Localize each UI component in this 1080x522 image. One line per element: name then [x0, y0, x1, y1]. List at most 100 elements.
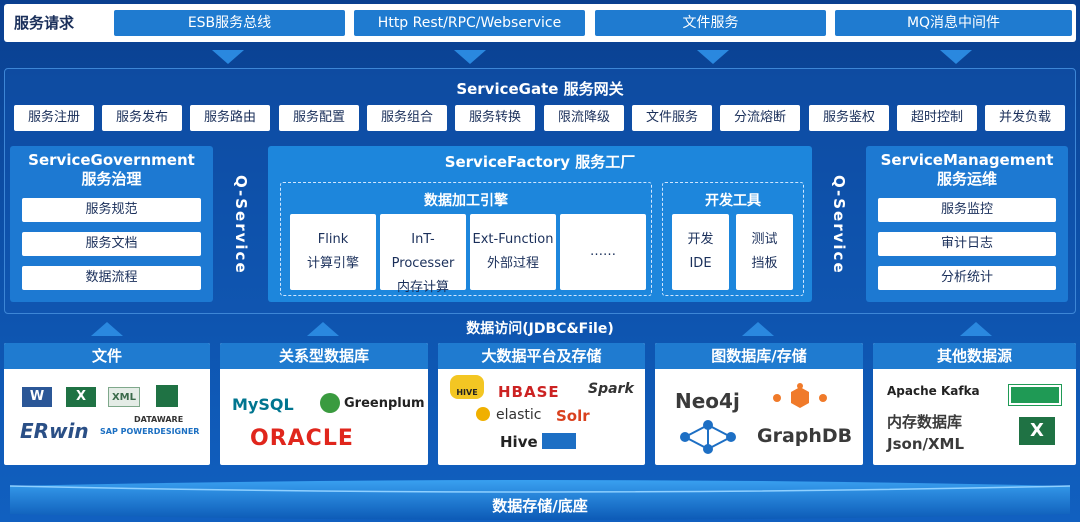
- engine-ext-function: Ext-Function 外部过程: [470, 214, 556, 290]
- tool-name: 测试: [751, 232, 778, 247]
- hive-logo: Hive: [500, 433, 538, 451]
- source-files-card: 文件 W X XML ERwin DATAWARE SAP POWERDESIG…: [4, 343, 210, 465]
- service-factory-title: ServiceFactory 服务工厂: [444, 153, 636, 171]
- tools-group-title: 开发工具: [705, 193, 761, 209]
- management-title-en: ServiceManagement: [880, 151, 1054, 169]
- excel-icon: X: [66, 387, 96, 407]
- source-bigdata-card: 大数据平台及存储 HIVE HBASE Spark elastic Solr H…: [438, 343, 645, 465]
- q-service-label-left: Q-Service: [232, 175, 250, 275]
- request-item-file: 文件服务: [595, 10, 826, 36]
- government-title-cn: 服务治理: [81, 170, 142, 188]
- kafka-logo: Apache Kafka: [887, 384, 980, 398]
- service-request-title: 服务请求: [14, 14, 75, 32]
- hive-table-icon: [542, 433, 576, 449]
- arrow-up-icon: [742, 322, 774, 336]
- request-item-http: Http Rest/RPC/Webservice: [354, 10, 585, 36]
- arrow-down-icon: [940, 50, 972, 64]
- hive-icon: HIVE: [450, 375, 484, 399]
- engine-name: Flink: [317, 232, 349, 247]
- gate-item: 服务配置: [279, 105, 359, 131]
- excel-icon: X: [1019, 417, 1055, 445]
- tool-mock: 测试 挡板: [736, 214, 793, 290]
- erwin-logo: ERwin: [20, 419, 89, 443]
- government-title-en: ServiceGovernment: [28, 151, 195, 169]
- graphdb-icon: [769, 383, 831, 413]
- tool-desc: 挡板: [751, 256, 778, 271]
- engine-more: ……: [560, 214, 646, 290]
- management-title-cn: 服务运维: [936, 170, 997, 188]
- spreadsheet-icon: [1008, 384, 1062, 406]
- gate-item: 服务注册: [14, 105, 94, 131]
- dataware-logo: DATAWARE: [134, 415, 184, 424]
- source-title: 关系型数据库: [220, 343, 428, 369]
- neo4j-logo: Neo4j: [675, 389, 740, 413]
- request-item-esb: ESB服务总线: [114, 10, 345, 36]
- solr-logo: Solr: [556, 407, 590, 425]
- memory-db-label: 内存数据库: [887, 413, 963, 431]
- source-title: 其他数据源: [873, 343, 1076, 369]
- gate-item: 文件服务: [632, 105, 712, 131]
- source-graphdb-card: 图数据库/存储 Neo4j GraphDB: [655, 343, 863, 465]
- xml-icon: XML: [108, 387, 140, 407]
- elastic-icon: [476, 407, 490, 421]
- greenplum-icon: [320, 393, 340, 413]
- government-item: 服务规范: [22, 198, 201, 222]
- json-xml-label: Json/XML: [887, 435, 965, 453]
- gate-item: 超时控制: [897, 105, 977, 131]
- source-title: 图数据库/存储: [655, 343, 863, 369]
- source-title: 文件: [4, 343, 210, 369]
- hbase-logo: HBASE: [498, 383, 560, 401]
- greenplum-logo: Greenplum: [344, 396, 425, 411]
- oracle-logo: ORACLE: [250, 426, 354, 451]
- management-item: 审计日志: [878, 232, 1056, 256]
- engine-name: InT-Processer: [391, 232, 455, 271]
- government-item: 数据流程: [22, 266, 201, 290]
- spark-logo: Spark: [588, 381, 634, 397]
- engine-name: Ext-Function: [472, 232, 554, 247]
- gate-item: 服务组合: [367, 105, 447, 131]
- tool-ide: 开发 IDE: [672, 214, 729, 290]
- source-other-card: 其他数据源 Apache Kafka 内存数据库 Json/XML X: [873, 343, 1076, 465]
- mysql-logo: MySQL: [232, 395, 294, 414]
- arrow-down-icon: [212, 50, 244, 64]
- engine-flink: Flink 计算引擎: [290, 214, 376, 290]
- gate-item: 服务鉴权: [809, 105, 889, 131]
- service-management-panel: ServiceManagement 服务运维 服务监控 审计日志 分析统计: [866, 146, 1068, 302]
- gate-item: 服务路由: [190, 105, 270, 131]
- arrow-up-icon: [91, 322, 123, 336]
- service-gate-title: ServiceGate 服务网关: [456, 80, 624, 98]
- arrow-down-icon: [697, 50, 729, 64]
- engine-desc: 内存计算: [396, 280, 449, 295]
- gate-item: 服务发布: [102, 105, 182, 131]
- sheet-icon: [156, 385, 178, 407]
- data-access-label: 数据访问(JDBC&File): [466, 321, 614, 337]
- arrow-down-icon: [454, 50, 486, 64]
- network-icon: [677, 419, 739, 455]
- engine-group-title: 数据加工引擎: [424, 193, 508, 209]
- q-service-label-right: Q-Service: [830, 175, 848, 275]
- arrow-up-icon: [960, 322, 992, 336]
- gate-item: 限流降级: [544, 105, 624, 131]
- tools-group: [662, 182, 804, 296]
- tool-name: 开发: [687, 232, 714, 247]
- engine-group: [280, 182, 652, 296]
- source-rdbms-card: 关系型数据库 MySQL Greenplum ORACLE: [220, 343, 428, 465]
- engine-desc: 外部过程: [486, 256, 539, 271]
- government-item: 服务文档: [22, 232, 201, 256]
- graphdb-logo: GraphDB: [757, 425, 853, 447]
- tool-desc: IDE: [689, 256, 712, 271]
- powerdesigner-logo: SAP POWERDESIGNER: [100, 427, 200, 436]
- engine-name: ……: [590, 244, 616, 259]
- word-icon: W: [22, 387, 52, 407]
- gate-item: 服务转换: [455, 105, 535, 131]
- management-item: 服务监控: [878, 198, 1056, 222]
- gate-item: 分流熔断: [720, 105, 800, 131]
- request-item-mq: MQ消息中间件: [835, 10, 1072, 36]
- arrow-up-icon: [307, 322, 339, 336]
- storage-base-platform: [9, 480, 1071, 520]
- management-item: 分析统计: [878, 266, 1056, 290]
- engine-desc: 计算引擎: [306, 256, 359, 271]
- elastic-logo: elastic: [496, 407, 542, 423]
- source-title: 大数据平台及存储: [438, 343, 645, 369]
- gate-item: 并发负载: [985, 105, 1065, 131]
